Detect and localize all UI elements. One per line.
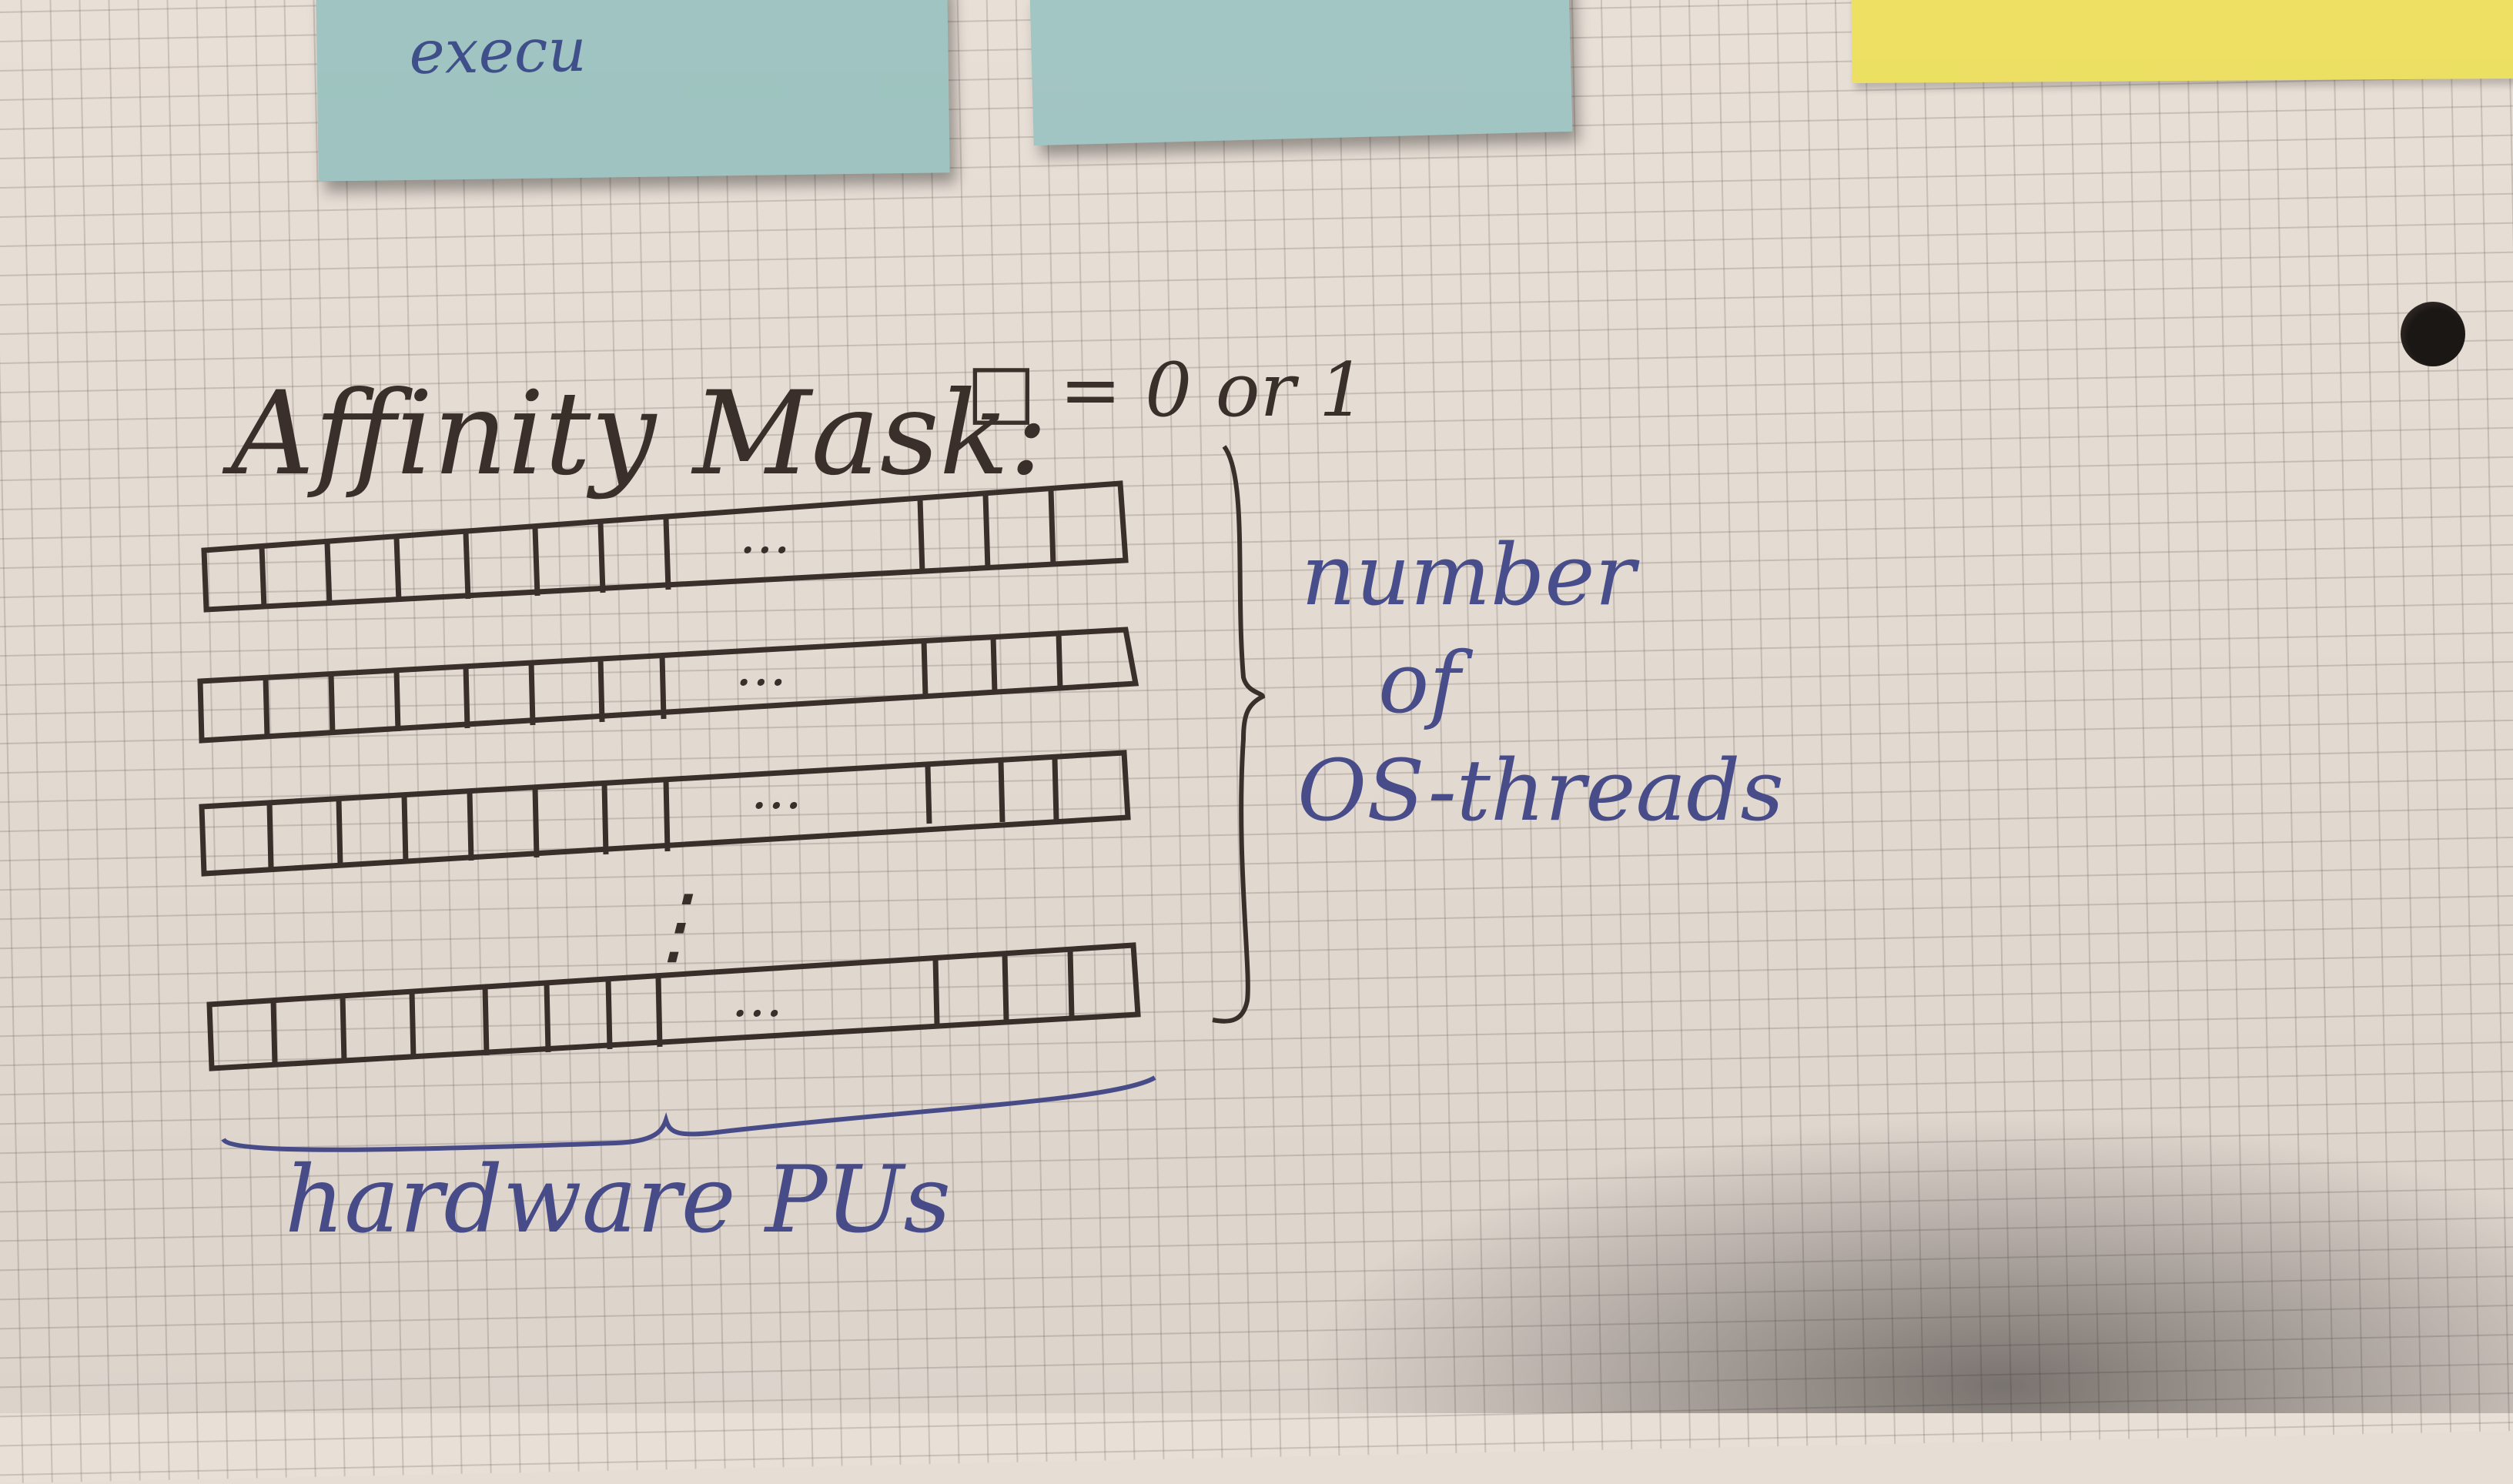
mask-row-3: [199, 750, 1131, 877]
ellipsis-row-2: ...: [735, 635, 787, 698]
vertical-ellipsis: ⋮: [631, 876, 716, 974]
ellipsis-row-4: ...: [731, 966, 783, 1029]
bottom-brace: [221, 1075, 1156, 1152]
ellipsis-row-1: ...: [739, 503, 791, 566]
affinity-mask-sketch: Affinity Mask: □ = 0 or 1 ... ... .: [197, 347, 1784, 1254]
bottom-label: hardware PUs: [285, 1147, 951, 1254]
mask-bits-row-1: [259, 489, 1056, 609]
mask-row-1: [201, 480, 1129, 613]
right-label-line-2: of: [1378, 633, 1473, 732]
mask-row-2: [197, 627, 1139, 744]
right-label-line-3: OS-threads: [1297, 741, 1784, 840]
right-label-line-1: number: [1301, 526, 1641, 624]
diagram-legend: □ = 0 or 1: [966, 347, 1366, 433]
ellipsis-row-3: ...: [751, 758, 802, 821]
right-brace: [1212, 445, 1266, 1024]
diagram-title: Affinity Mask:: [222, 367, 1048, 501]
